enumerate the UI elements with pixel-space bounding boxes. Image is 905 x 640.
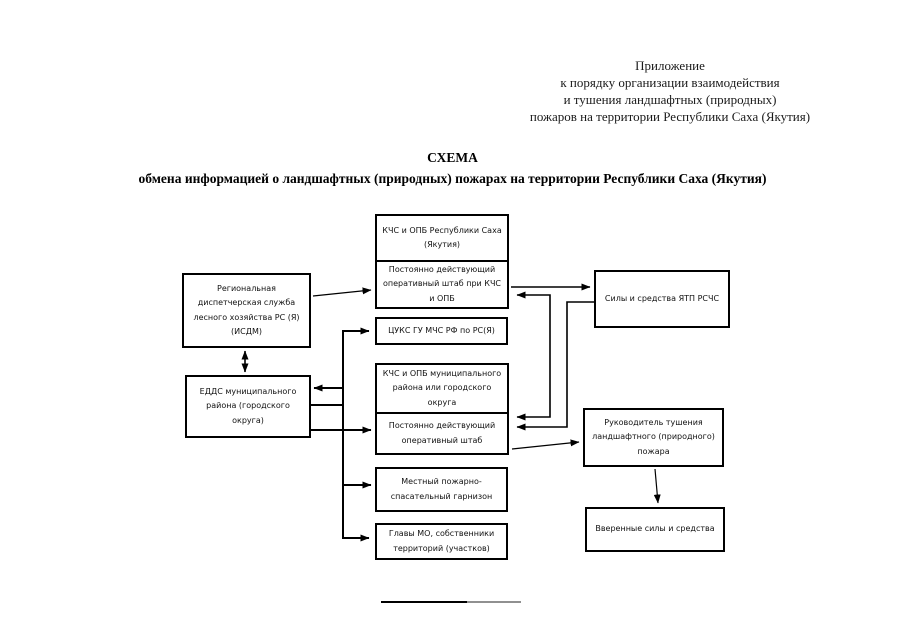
node-tsuks: ЦУКС ГУ МЧС РФ по РС(Я) bbox=[375, 317, 508, 345]
node-heads-mo: Главы МО, собственники территорий (участ… bbox=[375, 523, 508, 560]
node-entrusted-forces: Вверенные силы и средства bbox=[585, 507, 725, 552]
node-label: Руководитель тушения ландшафтного (приро… bbox=[592, 417, 715, 456]
node-label: ЕДДС муниципального района (городского о… bbox=[199, 386, 297, 425]
node-label: Главы МО, собственники территорий (участ… bbox=[388, 529, 495, 553]
node-fire-leader: Руководитель тушения ландшафтного (приро… bbox=[583, 408, 724, 467]
node-fire-garrison: Местный пожарно-спасательный гарнизон bbox=[375, 467, 508, 512]
node-label: Вверенные силы и средства bbox=[595, 524, 715, 534]
title-line-2: обмена информацией о ландшафтных (природ… bbox=[138, 171, 767, 186]
node-label: Силы и средства ЯТП РСЧС bbox=[604, 293, 720, 303]
node-forces-rschs: Силы и средства ЯТП РСЧС bbox=[594, 270, 730, 328]
arrow-regdispatch-to-repstaff bbox=[312, 287, 372, 297]
node-label: Местный пожарно-спасательный гарнизон bbox=[390, 477, 493, 501]
appendix-line: пожаров на территории Республики Саха (Я… bbox=[529, 109, 811, 124]
node-kchs-republic: КЧС и ОПБ Республики Саха (Якутия) Посто… bbox=[375, 214, 509, 309]
arrow-munstaff-to-leader bbox=[511, 439, 580, 450]
arrow-leader-to-entrusted bbox=[653, 468, 661, 504]
appendix-line: и тушения ландшафтных (природных) bbox=[563, 92, 777, 107]
arrow-repstaff-munstaff-bidirectional bbox=[516, 291, 551, 421]
appendix-line: Приложение bbox=[635, 58, 705, 73]
node-label: Постоянно действующий оперативный штаб bbox=[388, 421, 496, 445]
node-kchs-municipal: КЧС и ОПБ муниципального района или горо… bbox=[375, 363, 509, 455]
node-label: Постоянно действующий оперативный штаб п… bbox=[382, 265, 502, 303]
node-regional-dispatch: Региональная диспетчерская служба лесног… bbox=[182, 273, 311, 348]
node-kchs-republic-staff: Постоянно действующий оперативный штаб п… bbox=[377, 260, 507, 307]
node-label: ЦУКС ГУ МЧС РФ по РС(Я) bbox=[388, 325, 495, 335]
appendix-line: к порядку организации взаимодействия bbox=[560, 75, 780, 90]
node-label: КЧС и ОПБ Республики Саха (Якутия) bbox=[382, 225, 502, 249]
appendix-header: Приложение к порядку организации взаимод… bbox=[440, 57, 900, 125]
node-kchs-municipal-staff: Постоянно действующий оперативный штаб bbox=[377, 412, 507, 453]
page-title: СХЕМА обмена информацией о ландшафтных (… bbox=[0, 147, 905, 189]
trunk-edds-tsuks-headsmo bbox=[342, 327, 370, 542]
node-label: Региональная диспетчерская служба лесног… bbox=[193, 283, 300, 336]
title-line-1: СХЕМА bbox=[427, 150, 478, 165]
node-label: КЧС и ОПБ муниципального района или горо… bbox=[382, 368, 502, 407]
node-kchs-republic-top: КЧС и ОПБ Республики Саха (Якутия) bbox=[377, 216, 507, 260]
node-kchs-municipal-top: КЧС и ОПБ муниципального района или горо… bbox=[377, 365, 507, 412]
node-edds: ЕДДС муниципального района (городского о… bbox=[185, 375, 311, 438]
